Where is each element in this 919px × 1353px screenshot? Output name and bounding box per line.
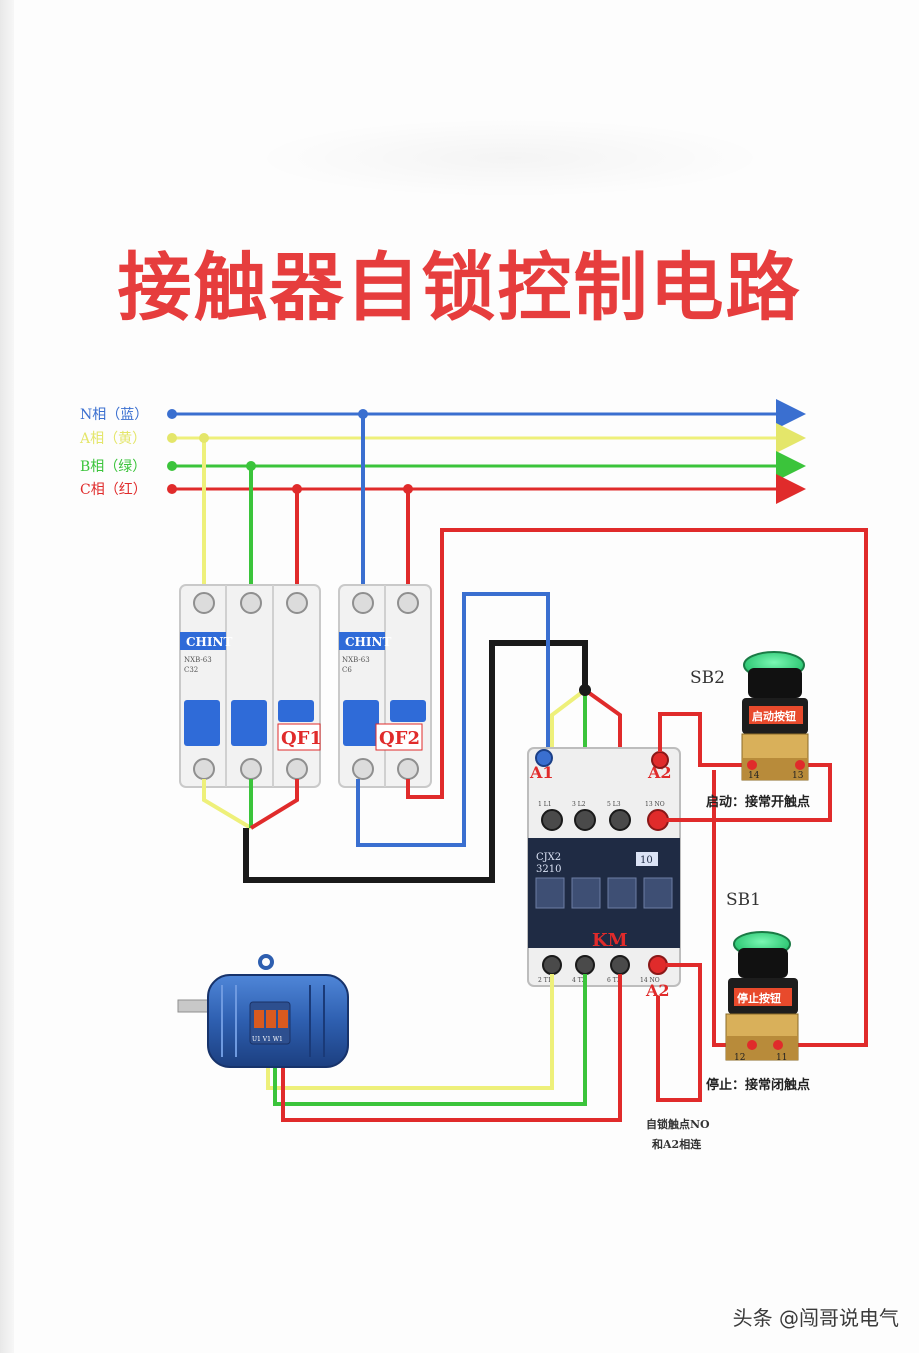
breaker-qf2: CHINT NXB-63 C6 QF2 [338,584,432,788]
qf1-model: NXB-63 [184,656,212,664]
phase-b-label: B相（绿） [80,459,146,475]
sb1-terminal-left: 12 [734,1053,745,1063]
watermark: 头条 @闯哥说电气 [732,1306,899,1330]
contactor-a2-bottom-label: A2 [645,981,670,1000]
contactor-bottom-terminal-4: 14 NO [640,977,660,984]
pushbutton-sb2: SB2 启动按钮 14 13 启动：接常开触点 [690,651,810,810]
pushbutton-sb1: SB1 停止按钮 12 11 停止：接常闭触点 [706,890,810,1093]
sheet-edge [0,0,14,1353]
contactor-km: CJX2 3210 10 A1 A2 A2 KM 1 L1 3 L2 5 L3 … [527,684,681,1000]
phase-c-label: C相（红） [80,482,147,498]
qf2-label: QF2 [379,728,420,749]
contactor-top-terminal-2: 3 L2 [572,801,586,808]
sb1-terminal-right: 11 [776,1053,787,1063]
supply-lines: N相（蓝） A相（黄） B相（绿） C相（红） [79,399,806,504]
contactor-bottom-terminal-1: 2 T1 [538,977,552,984]
diagram-title: 接触器自锁控制电路 [117,245,802,331]
motor: U1 V1 W1 [177,954,349,1068]
qf2-rating: C6 [342,666,352,674]
qf1-rating: C32 [184,666,198,674]
qf2-output-wires [356,528,868,1047]
qf1-brand: CHINT [186,635,232,649]
sb1-plate-text: 停止按钮 [737,991,781,1005]
breaker-qf1: CHINT NXB-63 C32 QF1 [179,584,322,788]
contactor-a1-label: A1 [529,763,554,782]
sb1-caption: 停止：接常闭触点 [706,1077,810,1093]
contactor-a2-top-label: A2 [647,763,672,782]
sb2-caption: 启动：接常开触点 [706,794,810,810]
contactor-top-terminal-4: 13 NO [645,801,665,808]
motor-terminal-labels: U1 V1 W1 [252,1036,283,1043]
contactor-top-terminal-3: 5 L3 [607,801,621,808]
sb2-terminal-right: 13 [792,771,804,781]
faint-background-band [250,118,770,198]
qf1-output-wires [202,640,588,883]
contactor-model-number: 3210 [536,864,561,875]
breaker-feed-wires [199,409,413,600]
contactor-bottom-terminal-2: 4 T2 [572,977,586,984]
sb2-terminal-left: 14 [748,771,760,781]
sb2-plate-text: 启动按钮 [752,709,796,723]
sb2-label: SB2 [690,668,725,688]
contactor-top-terminal-1: 1 L1 [538,801,552,808]
qf2-model: NXB-63 [342,656,370,664]
self-lock-note-line2: 和A2相连 [652,1137,702,1151]
qf2-brand: CHINT [345,635,391,649]
contactor-km-label: KM [592,930,628,951]
neutral-line-label: N相（蓝） [80,407,148,423]
contactor-model: CJX2 [536,852,561,863]
sb1-label: SB1 [726,890,761,910]
contactor-aux-code: 10 [640,855,653,866]
contactor-bottom-terminal-3: 6 T3 [607,977,621,984]
self-lock-note-line1: 自锁触点NO [646,1117,710,1131]
phase-a-label: A相（黄） [79,430,146,447]
qf1-label: QF1 [281,728,322,749]
